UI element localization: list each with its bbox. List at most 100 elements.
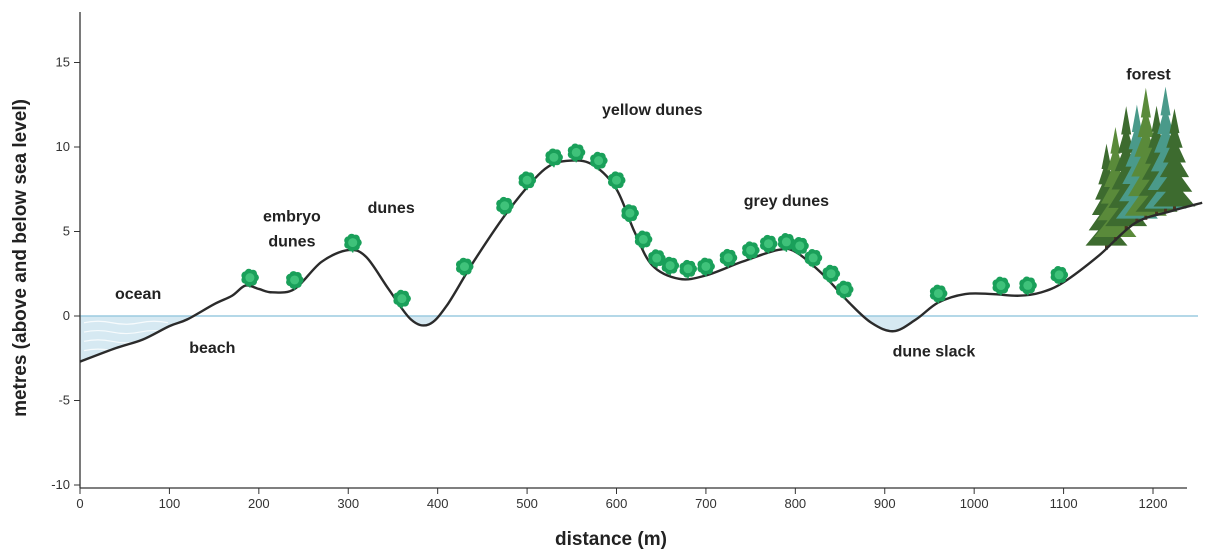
vegetation-shrub (455, 257, 474, 277)
water-ripple (83, 339, 169, 344)
x-tick-label: 100 (159, 496, 181, 511)
shrub-core (245, 273, 255, 283)
tree-canopy (1153, 108, 1196, 207)
tree-canopy (1144, 86, 1187, 209)
vegetation-shrub (634, 230, 653, 250)
shrub-core (826, 269, 836, 279)
vegetation-shrub (518, 171, 537, 191)
vegetation-shrub (1019, 276, 1037, 296)
vegetation-shrub (241, 268, 259, 288)
vegetation-shrub (791, 236, 809, 256)
shrub-core (683, 264, 693, 274)
y-axis-title: metres (above and below sea level) (10, 99, 31, 417)
vegetation-shrub (719, 248, 738, 268)
vegetation-layer (241, 143, 1069, 309)
shrub-core (652, 253, 662, 263)
x-tick-label: 900 (874, 496, 896, 511)
x-tick-label: 300 (337, 496, 359, 511)
shrub-core (500, 201, 510, 211)
y-tick-label: -5 (58, 393, 70, 408)
shrub-core (808, 253, 818, 263)
shrub-core (1054, 270, 1064, 280)
shrub-core (746, 245, 756, 255)
zone-label-dunes: dunes (368, 200, 415, 217)
zone-label-embryo-line2: dunes (268, 234, 315, 251)
x-tick-label: 1000 (960, 496, 989, 511)
y-tick-label: 5 (63, 224, 70, 239)
shrub-core (290, 275, 300, 285)
zone-label-yellow-dunes: yellow dunes (602, 102, 703, 119)
x-tick-label: 500 (516, 496, 538, 511)
profile-layer (79, 159, 1203, 363)
water-layer (80, 315, 1198, 362)
zone-label-dune-slack: dune slack (893, 344, 976, 361)
shrub-core (1023, 280, 1033, 290)
x-axis-title: distance (m) (555, 529, 667, 550)
shrub-core (571, 147, 581, 157)
zone-label-grey-dunes: grey dunes (744, 193, 829, 210)
vegetation-shrub (1050, 266, 1069, 285)
vegetation-shrub (648, 249, 666, 269)
shrub-core (625, 208, 635, 218)
vegetation-shrub (679, 259, 698, 279)
tree-canopy (1124, 87, 1167, 216)
axes (79, 12, 1187, 489)
water-ripple (83, 320, 169, 325)
y-tick-label: 15 (56, 55, 70, 70)
vegetation-shrub (742, 241, 760, 261)
x-tick-label: 1100 (1050, 496, 1078, 511)
y-tick-label: -10 (51, 477, 70, 492)
shrub-core (594, 156, 604, 166)
shrub-core (701, 261, 711, 271)
shrub-core (795, 241, 805, 251)
vegetation-shrub (697, 257, 715, 277)
vegetation-shrub (621, 204, 639, 224)
vegetation-shrub (286, 271, 304, 290)
shrub-core (348, 238, 358, 248)
forest-tree (1153, 108, 1196, 211)
shrub-core (840, 284, 850, 294)
zone-label-embryo-line1: embryo (263, 208, 321, 225)
vegetation-shrub (759, 234, 778, 254)
vegetation-shrub (992, 276, 1010, 296)
vegetation-shrub (545, 148, 563, 168)
x-tick-label: 1200 (1139, 496, 1168, 511)
shrub-core (549, 152, 559, 162)
vegetation-shrub (567, 143, 586, 163)
labels-layer: ocean beach embryo dunes dunes yellow dunes gr… (115, 66, 1171, 360)
shrub-core (665, 261, 675, 271)
vegetation-shrub (822, 264, 841, 284)
x-tick-label: 200 (248, 496, 270, 511)
zone-label-forest: forest (1126, 66, 1171, 83)
water-fill (80, 316, 921, 362)
shrub-core (459, 262, 469, 272)
x-tick-label: 400 (427, 496, 449, 511)
shrub-core (638, 234, 648, 244)
zone-label-beach: beach (189, 340, 235, 357)
terrain-profile-line (79, 159, 1203, 363)
x-tick-label: 0 (76, 496, 83, 511)
shrub-core (996, 281, 1006, 291)
x-tick-label: 600 (606, 496, 628, 511)
x-tick-label: 800 (784, 496, 806, 511)
zone-label-ocean: ocean (115, 286, 161, 303)
forest-layer (1085, 86, 1196, 250)
y-tick-label: 0 (63, 308, 70, 323)
vegetation-shrub (777, 233, 796, 252)
ticks-layer: 0 100 200 300 400 500 600 700 800 900 1000 1100 1200… (51, 55, 1167, 512)
vegetation-shrub (836, 280, 854, 300)
vegetation-shrub (929, 284, 948, 304)
vegetation-shrub (496, 196, 514, 216)
vegetation-shrub (661, 256, 680, 276)
shrub-core (723, 253, 733, 263)
water-ripple (83, 329, 169, 335)
vegetation-shrub (590, 151, 608, 171)
vegetation-shrub (344, 233, 362, 253)
shrub-core (781, 237, 791, 247)
x-tick-label: 700 (695, 496, 717, 511)
vegetation-shrub (607, 171, 626, 191)
water-ripple (83, 348, 169, 353)
shrub-core (397, 294, 407, 304)
